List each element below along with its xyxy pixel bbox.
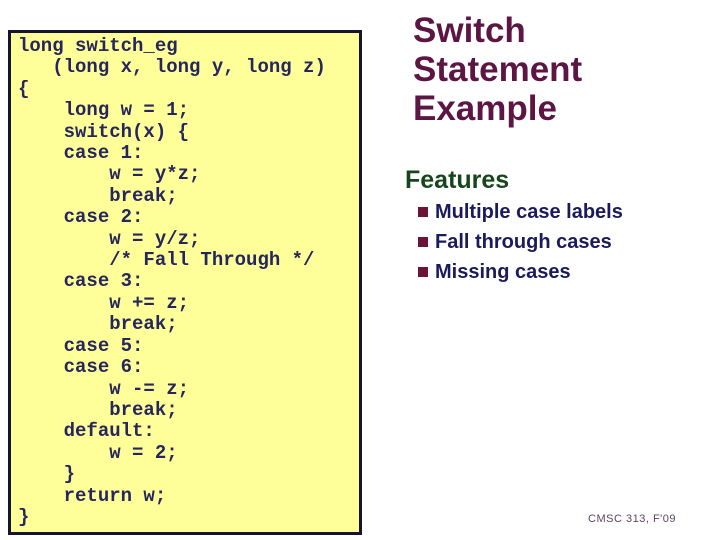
code-panel: long switch_eg (long x, long y, long z) …: [8, 30, 362, 535]
bullet-text: Multiple case labels: [435, 200, 623, 223]
slide-title: Switch Statement Example: [413, 11, 583, 128]
list-item: Fall through cases: [418, 227, 623, 257]
footer-course-label: CMSC 313, F'09: [588, 513, 676, 525]
code-listing: long switch_eg (long x, long y, long z) …: [18, 35, 326, 528]
bullet-text: Missing cases: [435, 260, 571, 283]
bullet-square-icon: [418, 267, 428, 277]
bullet-square-icon: [418, 237, 428, 247]
list-item: Missing cases: [418, 257, 623, 287]
features-heading: Features: [405, 166, 510, 194]
list-item: Multiple case labels: [418, 197, 623, 227]
features-list: Multiple case labels Fall through cases …: [418, 197, 623, 287]
bullet-text: Fall through cases: [435, 230, 612, 253]
bullet-square-icon: [418, 207, 428, 217]
